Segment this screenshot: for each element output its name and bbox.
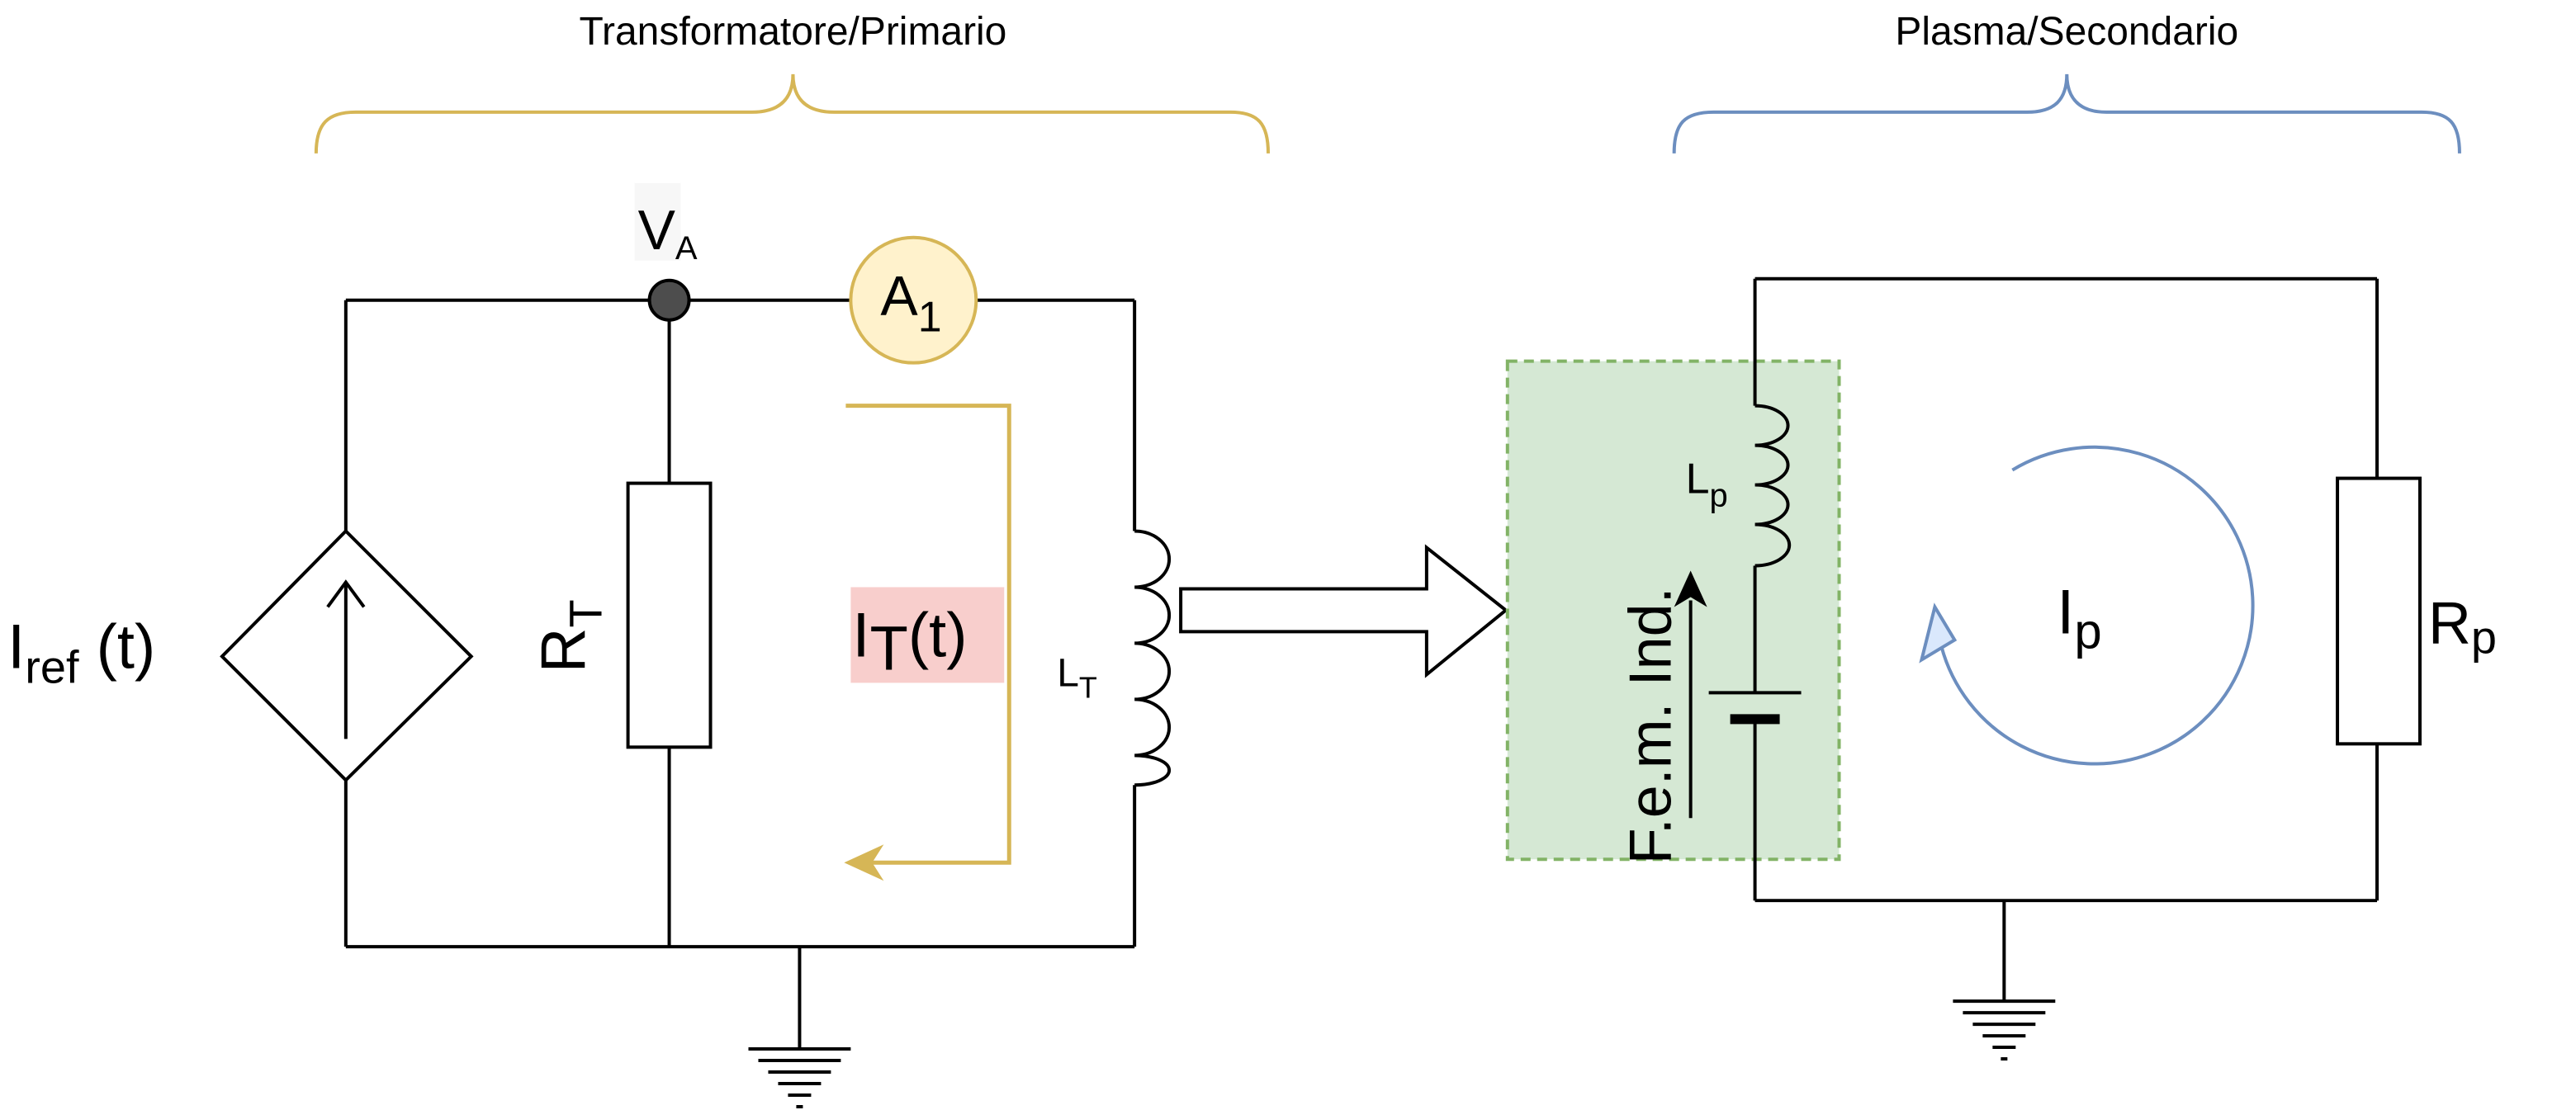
resistor-rt-label: RT <box>529 599 612 673</box>
secondary-section: Plasma/Secondario Lp F.e.m. I <box>1505 10 2497 1061</box>
emf-label: F.e.m. Ind. <box>1618 587 1684 864</box>
induced-emf-region <box>1505 359 1841 862</box>
source-label: Iref (t) <box>7 612 155 692</box>
ground-symbol-secondary <box>1953 999 2056 1061</box>
secondary-wires <box>1753 276 2379 1002</box>
ground-symbol-primary <box>748 1047 851 1109</box>
resistor-rt <box>626 481 713 749</box>
secondary-brace <box>1672 73 2461 154</box>
inductor-lt-label: LT <box>1057 651 1097 704</box>
inductor-lp <box>1754 404 1792 568</box>
resistor-rp-label: Rp <box>2428 590 2497 663</box>
resistor-rp <box>2336 476 2422 746</box>
emf-arrowhead <box>1674 570 1707 607</box>
secondary-title: Plasma/Secondario <box>1895 10 2238 54</box>
dependent-current-source <box>220 528 474 783</box>
primary-section: Transformatore/Primario I <box>7 10 1271 1109</box>
primary-brace <box>314 73 1271 154</box>
primary-title: Transformatore/Primario <box>580 10 1007 54</box>
node-va <box>647 278 691 322</box>
primary-current-arrow <box>845 404 1011 865</box>
primary-current-arrowhead <box>844 844 884 881</box>
plasma-current-arrowhead <box>1919 602 1958 664</box>
coupling-arrow <box>1179 544 1508 678</box>
primary-current-label-bg <box>850 587 1005 683</box>
plasma-current-label: Ip <box>2057 577 2101 659</box>
primary-current-label: IT(t) <box>852 600 967 683</box>
ammeter-a1-label: A1 <box>880 265 941 342</box>
ammeter-a1 <box>849 235 978 365</box>
inductor-lt <box>1134 529 1172 787</box>
primary-wires <box>343 298 1137 1050</box>
battery-emf <box>1708 691 1802 725</box>
node-va-label-bg <box>634 182 681 261</box>
inductor-lp-label: Lp <box>1686 456 1728 514</box>
node-va-label: VA <box>638 199 698 267</box>
plasma-current-loop <box>1939 445 2255 766</box>
